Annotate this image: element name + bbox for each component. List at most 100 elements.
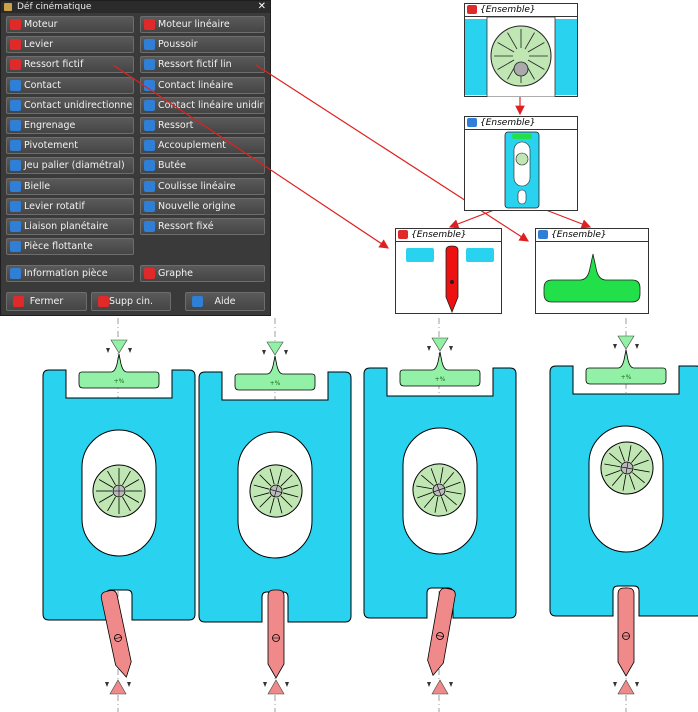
info-button[interactable]: Information pièce bbox=[6, 265, 134, 282]
button-label: Jeu palier (diamétral) bbox=[24, 160, 125, 171]
help-button[interactable]: Aide bbox=[185, 292, 265, 311]
button-label: Pivotement bbox=[24, 140, 79, 151]
pusher-part bbox=[399, 351, 481, 387]
pusher-label: +% bbox=[114, 378, 125, 385]
contact-button[interactable]: Contact bbox=[6, 77, 134, 94]
pusher-part bbox=[78, 353, 160, 389]
close-icon[interactable]: ✕ bbox=[257, 1, 266, 12]
pivot-icon bbox=[467, 118, 477, 127]
preview-pivot bbox=[513, 61, 529, 77]
connecting-rod-button[interactable]: Bielle bbox=[6, 178, 134, 195]
link-arrow bbox=[112, 64, 389, 249]
pusher-marker bbox=[431, 337, 449, 352]
assembly-node[interactable]: {Ensemble} bbox=[464, 116, 578, 211]
linear-fictive-spring-icon bbox=[538, 230, 548, 239]
button-label: Ressort fixé bbox=[158, 221, 214, 232]
app-icon bbox=[4, 3, 12, 11]
spring-button[interactable]: Ressort bbox=[140, 117, 265, 134]
button-label: Fermer bbox=[29, 296, 64, 307]
button-label: Ressort bbox=[158, 120, 194, 131]
linear-slide-button[interactable]: Coulisse linéaire bbox=[140, 178, 265, 195]
button-label: Contact linéaire bbox=[158, 80, 234, 91]
marker-ticks bbox=[106, 348, 132, 353]
assembly-node[interactable]: {Ensemble} bbox=[535, 228, 649, 314]
help-icon bbox=[192, 296, 203, 307]
button-label: Nouvelle origine bbox=[158, 201, 236, 212]
pusher-icon bbox=[144, 39, 155, 50]
fixed-spring-button[interactable]: Ressort fixé bbox=[140, 218, 265, 235]
lever-marker bbox=[431, 679, 449, 695]
linear-unidir-contact-button[interactable]: Contact linéaire unidir bbox=[140, 97, 265, 114]
rotary-lever-button[interactable]: Levier rotatif bbox=[6, 198, 134, 215]
coupling-button[interactable]: Accouplement bbox=[140, 137, 265, 154]
linear-contact-icon bbox=[144, 80, 155, 91]
assembly-node-preview bbox=[406, 245, 494, 314]
cam-disc bbox=[600, 441, 654, 495]
planetary-link-button[interactable]: Liaison planétaire bbox=[6, 218, 134, 235]
close-x-button[interactable]: Fermer bbox=[6, 292, 87, 311]
planetary-link-icon bbox=[10, 221, 21, 232]
graph-button[interactable]: Graphe bbox=[140, 265, 265, 282]
marker-ticks bbox=[263, 682, 289, 687]
fixed-spring-icon bbox=[144, 221, 155, 232]
close-x-icon bbox=[13, 296, 24, 307]
unidirectional-contact-icon bbox=[10, 100, 21, 111]
preview-frame bbox=[406, 248, 434, 262]
preview-spoke bbox=[497, 42, 515, 53]
fictive-spring-icon bbox=[398, 230, 408, 239]
gear-button[interactable]: Engrenage bbox=[6, 117, 134, 134]
pusher-button[interactable]: Poussoir bbox=[140, 36, 265, 53]
lever-button[interactable]: Levier bbox=[6, 36, 134, 53]
contact-icon bbox=[10, 80, 21, 91]
lever-part bbox=[427, 587, 456, 677]
lever-part bbox=[100, 590, 132, 678]
preview-pusher bbox=[512, 134, 532, 139]
new-origin-icon bbox=[144, 201, 155, 212]
bearing-clearance-button[interactable]: Jeu palier (diamétral) bbox=[6, 157, 134, 174]
button-label: Contact linéaire unidir bbox=[158, 100, 264, 111]
button-label: Engrenage bbox=[24, 120, 76, 131]
preview-spoke bbox=[527, 59, 545, 70]
linear-fictive-spring-button[interactable]: Ressort fictif lin bbox=[140, 56, 265, 73]
linear-contact-button[interactable]: Contact linéaire bbox=[140, 77, 265, 94]
button-label: Bielle bbox=[24, 181, 51, 192]
pivot-button[interactable]: Pivotement bbox=[6, 137, 134, 154]
button-label: Poussoir bbox=[158, 39, 198, 50]
cam-disc bbox=[92, 464, 146, 518]
assembly-node[interactable]: {Ensemble} bbox=[464, 3, 578, 98]
button-label: Supp cin. bbox=[108, 296, 154, 307]
lever-icon bbox=[10, 39, 21, 50]
button-label: Aide bbox=[214, 296, 236, 307]
button-label: Contact bbox=[24, 80, 61, 91]
graph-icon bbox=[144, 268, 155, 279]
stop-button[interactable]: Butée bbox=[140, 157, 265, 174]
fictive-spring-icon bbox=[10, 59, 21, 70]
marker-ticks bbox=[427, 682, 453, 687]
floating-part-button[interactable]: Pièce flottante bbox=[6, 238, 134, 255]
assembly-node-label: {Ensemble} bbox=[411, 230, 467, 240]
assembly-node-label: {Ensemble} bbox=[480, 118, 536, 128]
preview-lever bbox=[445, 245, 459, 314]
button-label: Contact unidirectionnel bbox=[24, 100, 134, 111]
fictive-spring-button[interactable]: Ressort fictif bbox=[6, 56, 134, 73]
linear-motor-icon bbox=[144, 19, 155, 30]
assembly-node-header: {Ensemble} bbox=[465, 117, 577, 130]
spring-icon bbox=[144, 120, 155, 131]
button-label: Accouplement bbox=[158, 140, 226, 151]
linear-motor-button[interactable]: Moteur linéaire bbox=[140, 16, 265, 33]
assembly-node-preview bbox=[504, 131, 540, 209]
new-origin-button[interactable]: Nouvelle origine bbox=[140, 198, 265, 215]
linear-slide-icon bbox=[144, 181, 155, 192]
bearing-clearance-icon bbox=[10, 160, 21, 171]
assembly-node-preview bbox=[543, 253, 641, 303]
pusher-label: +% bbox=[621, 374, 632, 381]
motor-button[interactable]: Moteur bbox=[6, 16, 134, 33]
preview-pusher bbox=[543, 253, 641, 303]
marker-ticks bbox=[613, 344, 639, 349]
unidirectional-contact-button[interactable]: Contact unidirectionnel bbox=[6, 97, 134, 114]
assembly-node[interactable]: {Ensemble} bbox=[395, 228, 502, 314]
pusher-marker bbox=[110, 339, 128, 354]
lever-marker bbox=[617, 679, 635, 695]
delete-x-button[interactable]: Supp cin. bbox=[91, 292, 171, 311]
preview-spoke bbox=[497, 59, 515, 70]
